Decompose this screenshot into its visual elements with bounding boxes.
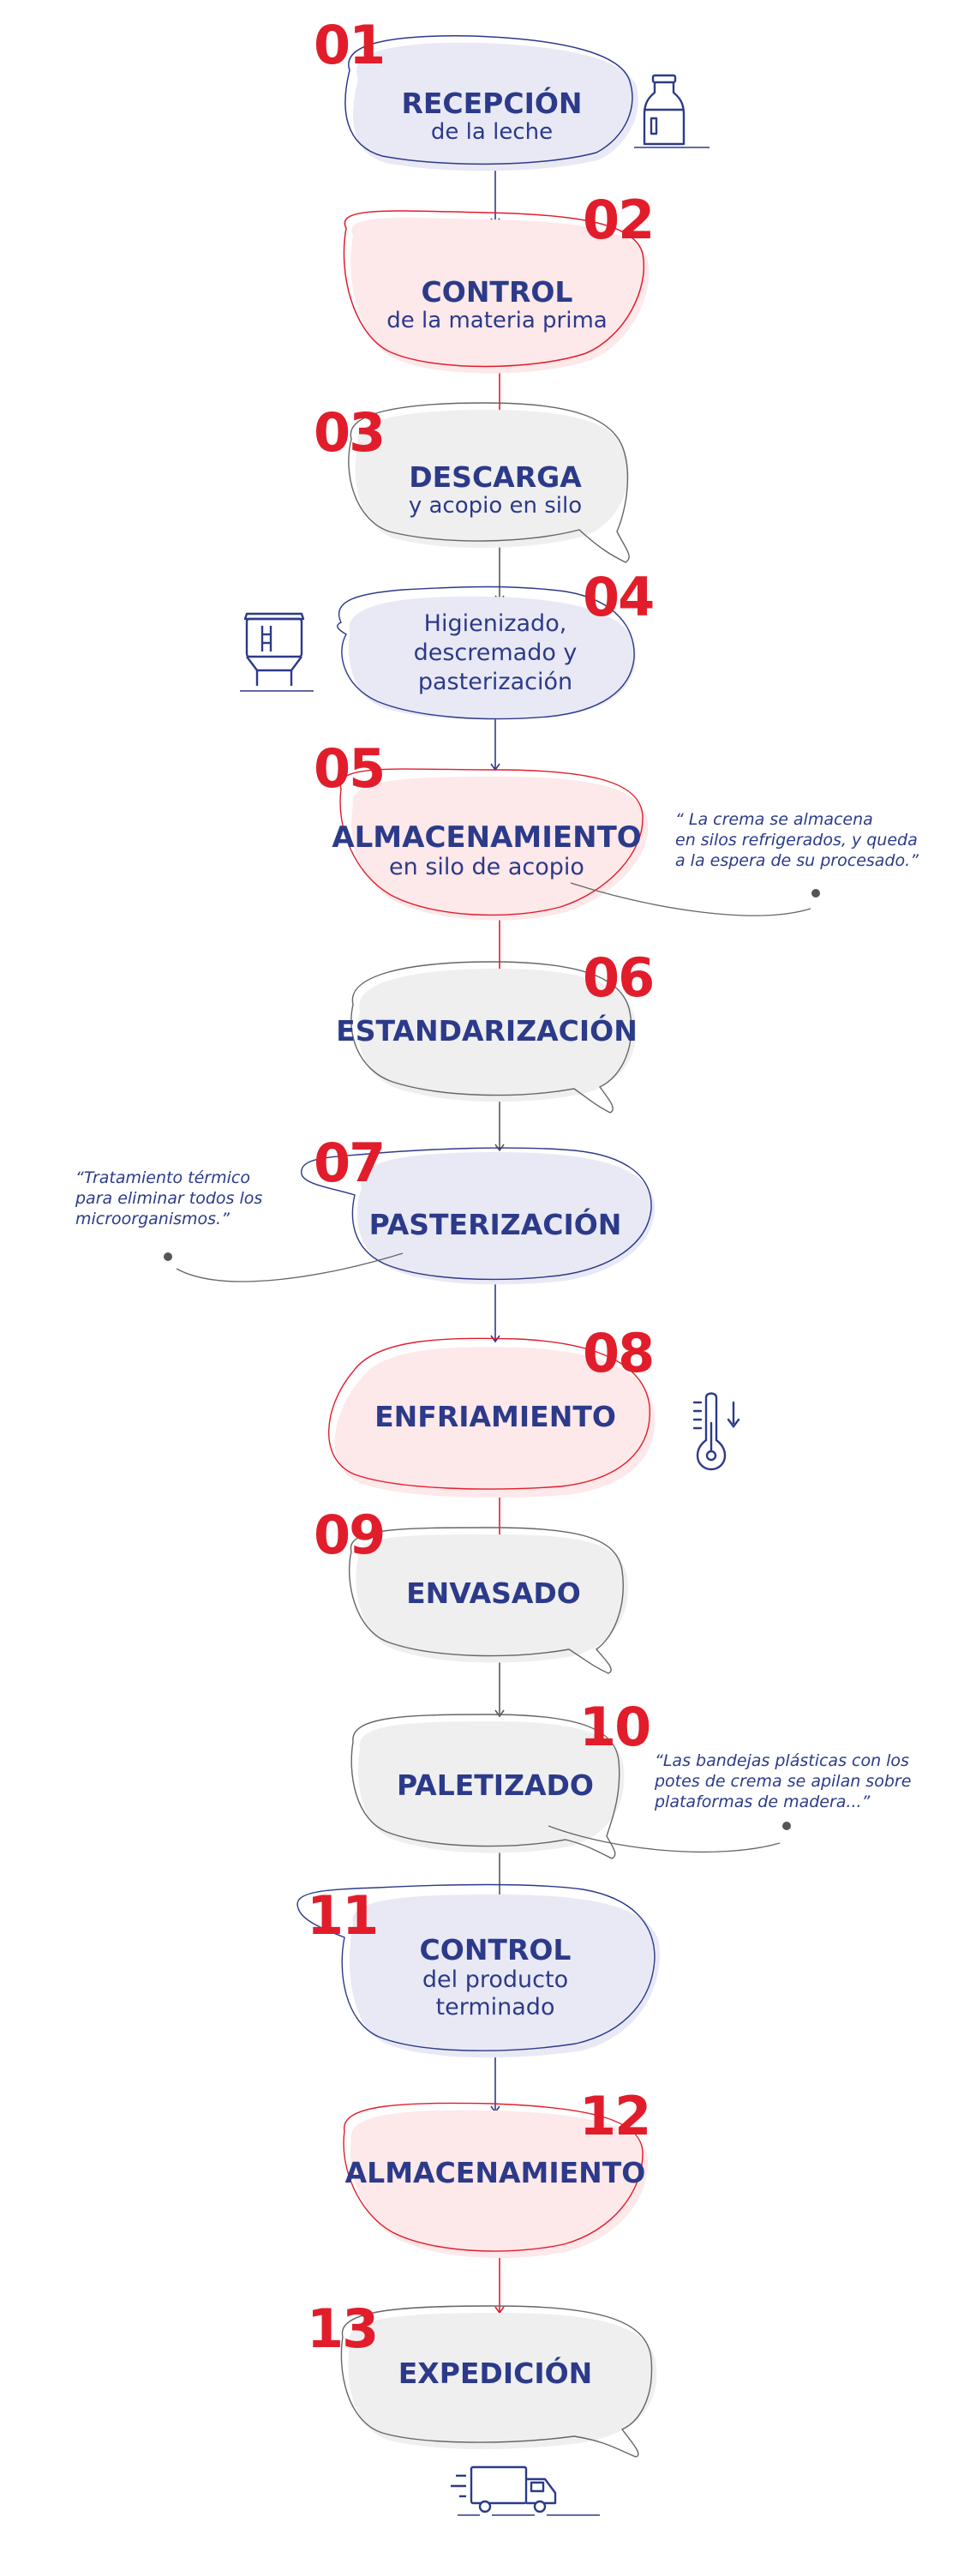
step-03: 03 DESCARGA y acopio en silo <box>314 401 630 563</box>
step-number: 10 <box>579 1696 650 1758</box>
step-number: 12 <box>579 2085 650 2147</box>
note-step-10: “Las bandejas plásticas con los potes de… <box>548 1751 911 1853</box>
milk-bottle-icon <box>634 74 710 148</box>
step-title: ALMACENAMIENTO <box>345 2156 646 2189</box>
step-line: terminado <box>436 1994 555 2021</box>
note-line: para eliminar todos los <box>75 1189 262 1208</box>
step-title: PASTERIZACIÓN <box>369 1207 622 1241</box>
note-step-05: “ La crema se almacena en silos refriger… <box>570 810 919 916</box>
step-number: 02 <box>583 189 653 251</box>
step-number: 11 <box>307 1884 377 1947</box>
step-subtitle: de la materia prima <box>386 308 607 333</box>
step-09: 09 ENVASADO <box>314 1504 628 1674</box>
step-subtitle: en silo de acopio <box>389 854 584 880</box>
silo-tank-icon <box>240 612 314 692</box>
step-title: DESCARGA <box>409 460 582 494</box>
step-05: 05 ALMACENAMIENTO en silo de acopio <box>314 737 649 921</box>
thermometer-icon <box>692 1392 740 1471</box>
step-08: 08 ENFRIAMIENTO <box>328 1322 656 1498</box>
step-subtitle: de la leche <box>431 119 553 145</box>
step-number: 03 <box>314 401 384 464</box>
step-01: 01 RECEPCIÓN de la leche <box>314 14 638 171</box>
step-title: ENVASADO <box>406 1576 581 1610</box>
step-04: 04 Higienizado, descremado y pasterizaci… <box>337 566 655 720</box>
note-line: plataformas de madera...” <box>654 1792 871 1811</box>
step-10: 10 PALETIZADO <box>350 1696 651 1859</box>
step-number: 06 <box>583 946 653 1009</box>
note-line: “ La crema se almacena <box>675 810 873 829</box>
step-line: Higienizado, <box>424 610 567 637</box>
delivery-truck-icon <box>451 2465 600 2516</box>
step-number: 09 <box>314 1504 384 1566</box>
note-line: en silos refrigerados, y queda <box>675 831 918 850</box>
step-number: 01 <box>314 14 384 76</box>
step-title: EXPEDICIÓN <box>398 2356 593 2390</box>
note-line: “Las bandejas plásticas con los <box>655 1751 909 1770</box>
step-line: descremado y <box>414 639 578 666</box>
step-title: RECEPCIÓN <box>401 86 582 120</box>
step-line: pasterización <box>418 669 572 695</box>
step-number: 04 <box>583 566 653 628</box>
step-title: ALMACENAMIENTO <box>332 820 641 855</box>
step-subtitle: y acopio en silo <box>409 493 582 519</box>
step-title: ESTANDARIZACIÓN <box>336 1013 638 1048</box>
step-number: 07 <box>314 1132 384 1194</box>
step-title: PALETIZADO <box>397 1768 594 1802</box>
step-13: 13 EXPEDICIÓN <box>307 2297 657 2458</box>
note-line: a la espera de su procesado.” <box>675 851 919 870</box>
step-number: 08 <box>583 1322 653 1384</box>
step-title: ENFRIAMIENTO <box>374 1400 616 1433</box>
step-number: 05 <box>314 737 384 800</box>
note-line: “Tratamiento térmico <box>75 1168 250 1187</box>
step-06: 06 ESTANDARIZACIÓN <box>336 946 655 1114</box>
note-line: microorganismos.” <box>75 1210 230 1228</box>
step-title: CONTROL <box>422 275 573 309</box>
note-step-07: “Tratamiento térmico para eliminar todos… <box>75 1168 404 1282</box>
step-number: 13 <box>307 2297 377 2360</box>
step-title: CONTROL <box>420 1933 572 1967</box>
note-dot <box>811 889 820 898</box>
note-dot <box>782 1822 791 1830</box>
step-11: 11 CONTROL del producto terminado <box>296 1883 661 2058</box>
step-line: del producto <box>422 1967 568 1993</box>
note-line: potes de crema se apilan sobre <box>654 1772 911 1791</box>
note-dot <box>164 1252 172 1261</box>
step-02: 02 CONTROL de la materia prima <box>343 189 655 374</box>
step-07: 07 PASTERIZACIÓN <box>301 1132 656 1285</box>
step-12: 12 ALMACENAMIENTO <box>343 2085 651 2259</box>
